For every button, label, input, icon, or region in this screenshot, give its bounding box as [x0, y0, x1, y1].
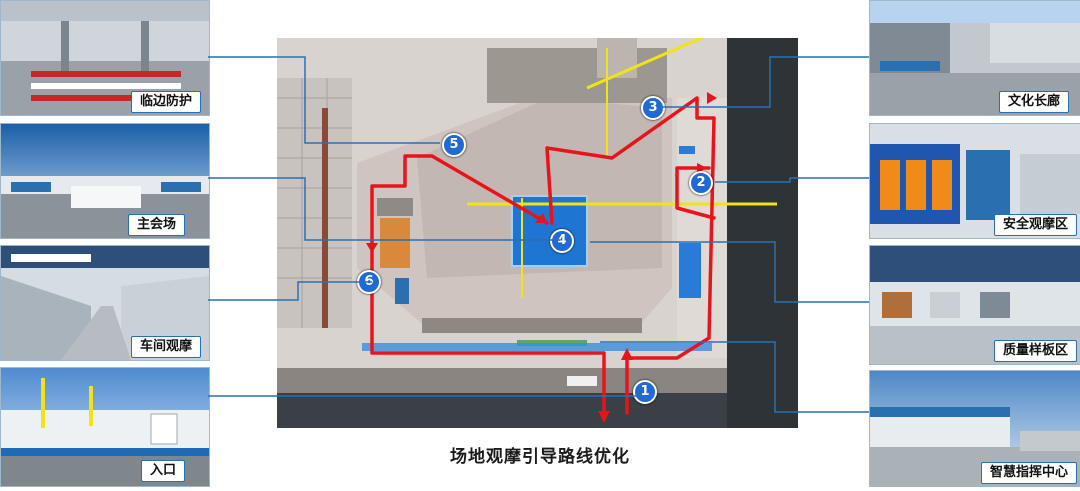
site-plan-drawing: [277, 38, 798, 428]
caption-quality-sample-zone: 质量样板区: [993, 340, 1077, 362]
photo-main-venue: 主会场: [0, 123, 210, 239]
route-marker-5: 5: [442, 133, 466, 157]
photo-edge-protection: 临边防护: [0, 0, 210, 116]
photo-entrance: 入口: [0, 367, 210, 487]
caption-entrance: 入口: [140, 460, 185, 482]
site-plan: 1 2 3 4 5 6: [277, 38, 798, 428]
photo-workshop-tour: 车间观摩: [0, 245, 210, 361]
photo-safety-zone: 安全观摩区: [869, 123, 1080, 239]
caption-edge-protection: 临边防护: [130, 91, 201, 113]
photo-culture-corridor: 文化长廊: [869, 0, 1080, 116]
caption-smart-command-center: 智慧指挥中心: [980, 462, 1077, 484]
caption-workshop-tour: 车间观摩: [130, 336, 201, 358]
route-marker-4: 4: [550, 229, 574, 253]
photo-smart-command-center: 智慧指挥中心: [869, 370, 1080, 487]
route-marker-1: 1: [633, 380, 657, 404]
diagram-title: 场地观摩引导路线优化: [450, 447, 630, 467]
route-marker-3: 3: [641, 96, 665, 120]
caption-safety-zone: 安全观摩区: [993, 214, 1077, 236]
route-marker-2: 2: [689, 171, 713, 195]
caption-main-venue: 主会场: [127, 214, 185, 236]
photo-quality-sample-zone: 质量样板区: [869, 245, 1080, 365]
caption-culture-corridor: 文化长廊: [998, 91, 1069, 113]
